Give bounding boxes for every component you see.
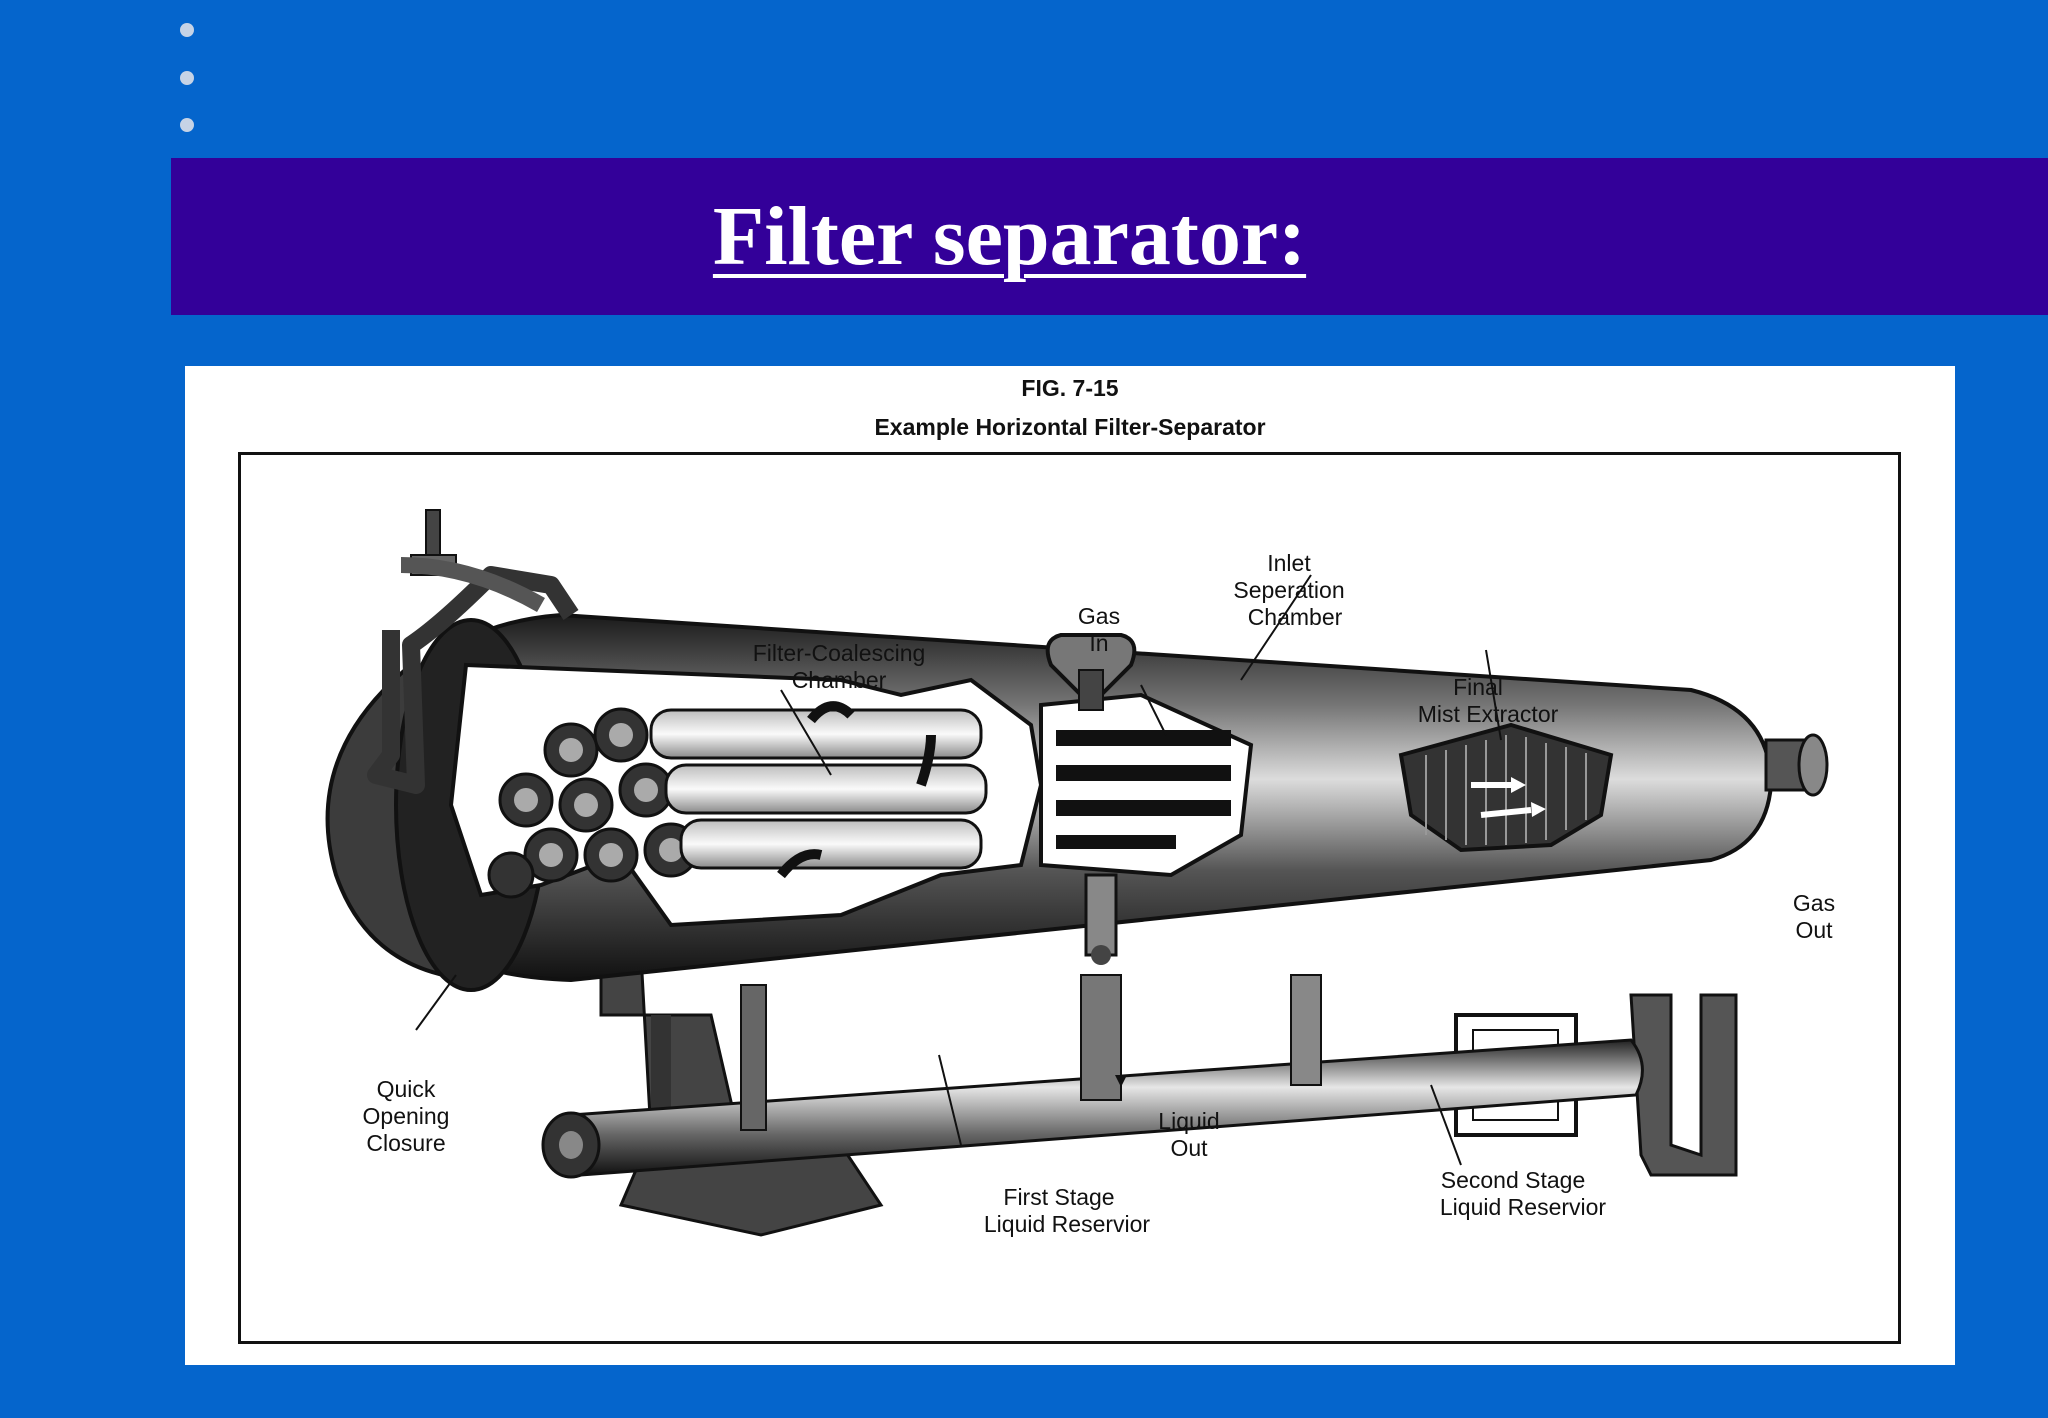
inlet-chamber-cutaway	[1039, 692, 1254, 878]
gas-inlet-nozzle	[1045, 633, 1137, 711]
label-liquid-out-2: Out	[1170, 1135, 1208, 1161]
figure-panel: FIG. 7-15 Example Horizontal Filter-Sepa…	[185, 366, 1955, 1365]
figure-caption: Example Horizontal Filter-Separator	[874, 414, 1266, 440]
mist-extractor-cutaway	[1398, 722, 1614, 853]
label-filter-coalescing-1: Filter-Coalescing	[753, 640, 926, 666]
bullet-1	[180, 23, 194, 37]
label-gas-out-2: Out	[1795, 917, 1833, 943]
label-second-stage-1: Second Stage	[1441, 1167, 1586, 1193]
label-second-stage-2: Liquid Reservior	[1440, 1194, 1607, 1220]
title-band: Filter separator:	[171, 158, 2048, 315]
label-gas-in-2: In	[1089, 630, 1108, 656]
label-quick-opening-3: Closure	[366, 1130, 445, 1156]
label-final-mist-1: Final	[1453, 674, 1503, 700]
slide-title: Filter separator:	[712, 190, 1307, 283]
label-gas-in-1: Gas	[1078, 603, 1120, 629]
label-inlet-separation-3: Chamber	[1248, 604, 1343, 630]
label-final-mist-2: Mist Extractor	[1418, 701, 1559, 727]
label-first-stage-2: Liquid Reservior	[984, 1211, 1151, 1237]
figure-number: FIG. 7-15	[1021, 375, 1119, 401]
label-quick-opening-1: Quick	[377, 1076, 436, 1102]
label-liquid-out-1: Liquid	[1158, 1108, 1219, 1134]
label-first-stage-1: First Stage	[1003, 1184, 1114, 1210]
label-gas-out-1: Gas	[1793, 890, 1835, 916]
label-inlet-separation-2: Seperation	[1233, 577, 1344, 603]
diagram-frame: Quick Opening Closure Filter-Coalescing …	[238, 452, 1901, 1344]
bullet-2	[180, 71, 194, 85]
label-quick-opening-2: Opening	[363, 1103, 450, 1129]
label-filter-coalescing-2: Chamber	[792, 667, 887, 693]
label-inlet-separation-1: Inlet	[1267, 550, 1311, 576]
first-stage-reservoir	[541, 1038, 1644, 1179]
closure-yoke	[367, 509, 579, 794]
drain-nozzle	[1084, 873, 1118, 965]
struts	[740, 974, 1322, 1131]
leader-lines	[415, 574, 1502, 1166]
filter-cutaway	[448, 662, 1044, 928]
filter-separator-diagram: Quick Opening Closure Filter-Coalescing …	[325, 509, 1835, 1237]
bullet-3	[180, 118, 194, 132]
